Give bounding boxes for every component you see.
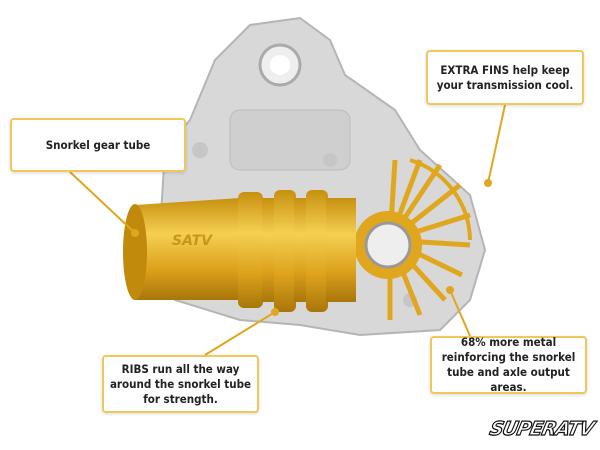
snorkel-tube: SATV: [123, 190, 356, 312]
axle-bore: [364, 221, 412, 269]
leader-lines: [69, 104, 506, 356]
superatv-logo: SUPERATV: [487, 417, 596, 440]
callout-more-metal: 68% more metal reinforcing the snorkel t…: [430, 335, 587, 394]
callout-extra-fins: EXTRA FINS help keep your transmission c…: [426, 50, 584, 105]
svg-text:SATV: SATV: [172, 233, 213, 249]
callout-snorkel-gear-tube: Snorkel gear tube: [10, 118, 186, 172]
callout-ribs: RIBS run all the way around the snorkel …: [102, 355, 259, 413]
